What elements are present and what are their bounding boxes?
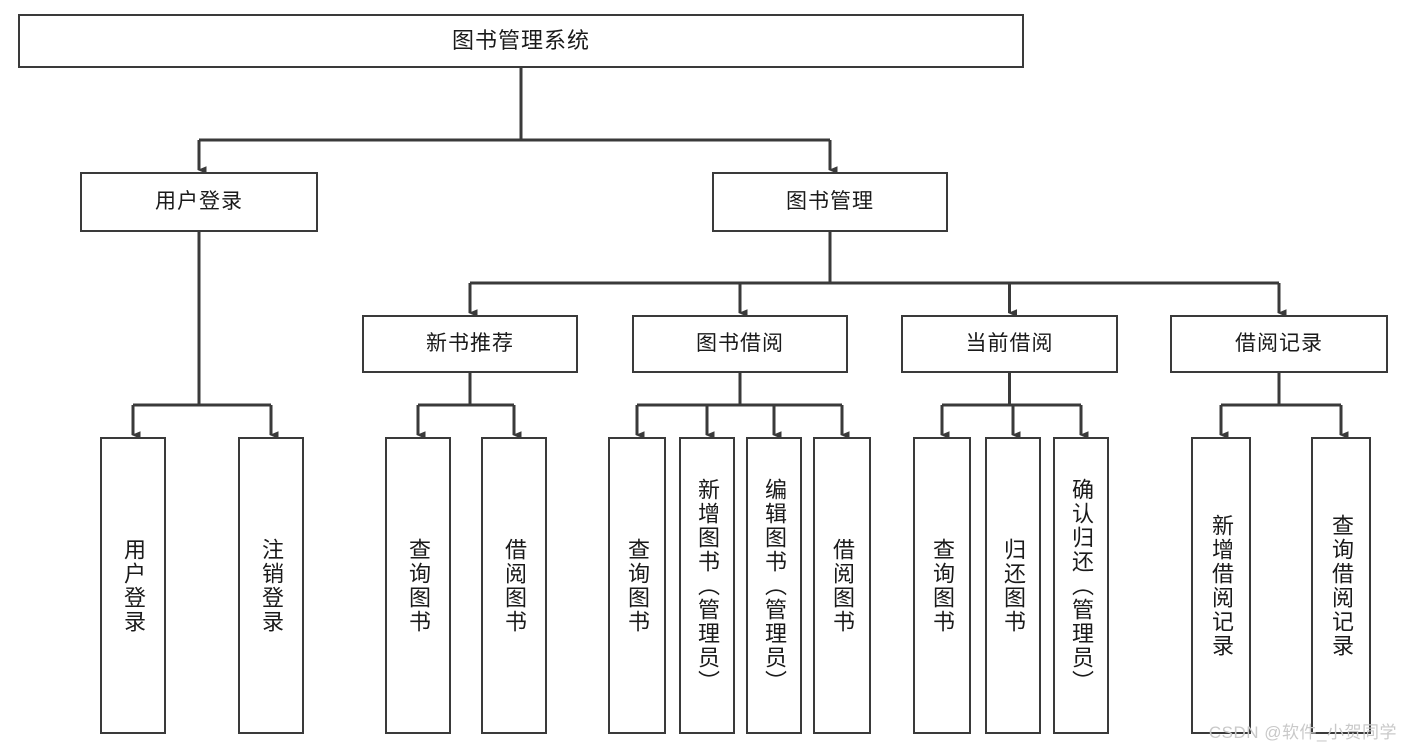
node-leaf-add-record[interactable]: 新增借阅记录 <box>1191 437 1251 734</box>
node-leaf-return-book-label: 归还图书 <box>1001 537 1026 634</box>
node-leaf-confirm-return[interactable]: 确认归还（管理员） <box>1053 437 1109 734</box>
node-root-label: 图书管理系统 <box>451 27 590 53</box>
node-leaf-user-login-label: 用户登录 <box>121 537 146 634</box>
node-book-manage[interactable]: 图书管理 <box>712 172 948 232</box>
node-leaf-borrow-book-1-label: 借阅图书 <box>502 537 527 634</box>
node-leaf-query-book-2-label: 查询图书 <box>625 537 650 634</box>
node-leaf-query-book-1[interactable]: 查询图书 <box>385 437 451 734</box>
node-leaf-return-book[interactable]: 归还图书 <box>985 437 1041 734</box>
node-leaf-query-record[interactable]: 查询借阅记录 <box>1311 437 1371 734</box>
node-leaf-borrow-book-2-label: 借阅图书 <box>830 537 855 634</box>
node-leaf-query-book-2[interactable]: 查询图书 <box>608 437 666 734</box>
node-user-login[interactable]: 用户登录 <box>80 172 318 232</box>
node-borrow-record[interactable]: 借阅记录 <box>1170 315 1388 373</box>
node-leaf-user-logout-label: 注销登录 <box>259 537 284 634</box>
node-leaf-query-record-label: 查询借阅记录 <box>1329 513 1354 658</box>
node-leaf-user-login[interactable]: 用户登录 <box>100 437 166 734</box>
node-user-login-label: 用户登录 <box>155 190 243 214</box>
node-leaf-add-record-label: 新增借阅记录 <box>1209 513 1234 658</box>
node-leaf-add-book[interactable]: 新增图书（管理员） <box>679 437 735 734</box>
node-leaf-confirm-return-label: 确认归还（管理员） <box>1069 477 1094 694</box>
node-book-borrow[interactable]: 图书借阅 <box>632 315 848 373</box>
node-leaf-query-book-3-label: 查询图书 <box>930 537 955 634</box>
node-leaf-borrow-book-2[interactable]: 借阅图书 <box>813 437 871 734</box>
node-new-book-recommend-label: 新书推荐 <box>426 332 514 356</box>
node-leaf-add-book-label: 新增图书（管理员） <box>695 477 720 694</box>
node-root[interactable]: 图书管理系统 <box>18 14 1024 68</box>
node-leaf-edit-book-label: 编辑图书（管理员） <box>762 477 787 694</box>
node-current-borrow-label: 当前借阅 <box>965 332 1054 356</box>
node-current-borrow[interactable]: 当前借阅 <box>901 315 1118 373</box>
node-book-manage-label: 图书管理 <box>786 190 874 214</box>
node-leaf-query-book-3[interactable]: 查询图书 <box>913 437 971 734</box>
node-leaf-user-logout[interactable]: 注销登录 <box>238 437 304 734</box>
node-borrow-record-label: 借阅记录 <box>1235 332 1323 356</box>
node-book-borrow-label: 图书借阅 <box>696 332 784 356</box>
node-leaf-query-book-1-label: 查询图书 <box>406 537 431 634</box>
node-leaf-borrow-book-1[interactable]: 借阅图书 <box>481 437 547 734</box>
node-leaf-edit-book[interactable]: 编辑图书（管理员） <box>746 437 802 734</box>
node-new-book-recommend[interactable]: 新书推荐 <box>362 315 578 373</box>
